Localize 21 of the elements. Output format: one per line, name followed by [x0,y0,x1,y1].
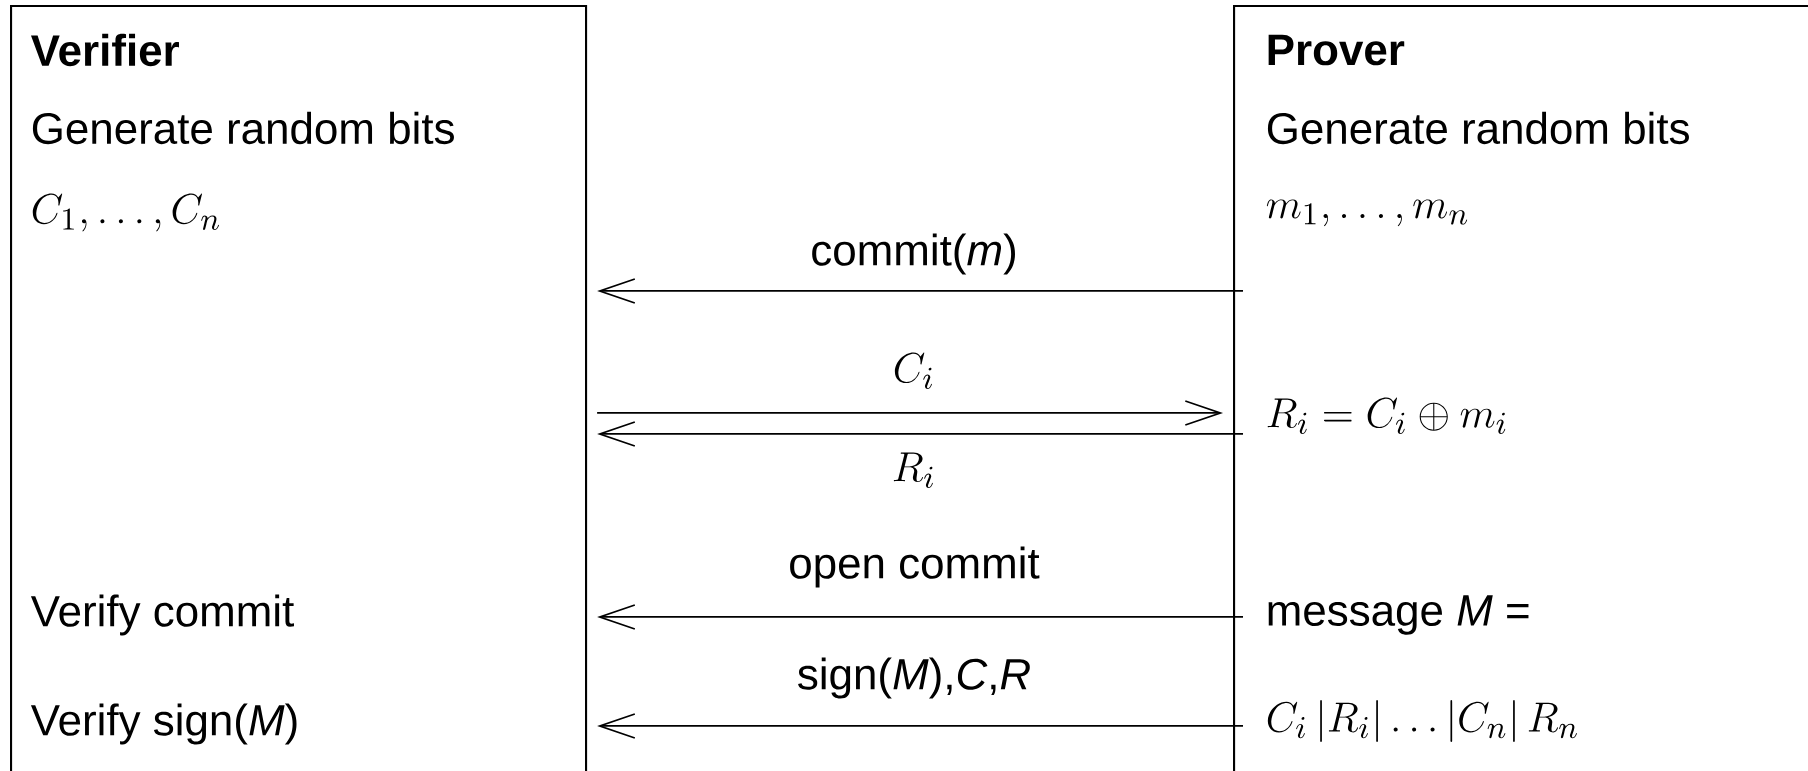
edge-label: sign(M),C,R [793,654,1035,702]
edge-label: $C_i$ [889,349,939,393]
heading: Verifier [31,33,179,67]
body-text: Generate random bits [32,111,454,145]
formula: $C_1,\ldots,C_n$ [32,193,219,232]
formula: $m_1,\ldots,m_n$ [1266,199,1468,227]
formula: $R_i = C_i \oplus m_i$ [1267,397,1506,434]
arrow [597,421,1244,447]
edge-label: $R_i$ [888,448,940,492]
arrow [597,604,1244,630]
body-text: message M = [1268,595,1529,635]
arrow [597,278,1244,304]
body-text: Verify sign(M) [30,703,297,745]
arrow [597,713,1244,739]
arrow [596,400,1224,426]
edge-label: open commit [784,543,1044,591]
body-text: Verify commit [30,594,294,636]
edge-label: commit(m) [806,230,1022,278]
body-text: Generate random bits [1267,111,1689,145]
formula: $C_i\,|R_i|\ldots|C_n|\,R_n$ [1267,699,1577,743]
heading: Prover [1268,34,1405,66]
